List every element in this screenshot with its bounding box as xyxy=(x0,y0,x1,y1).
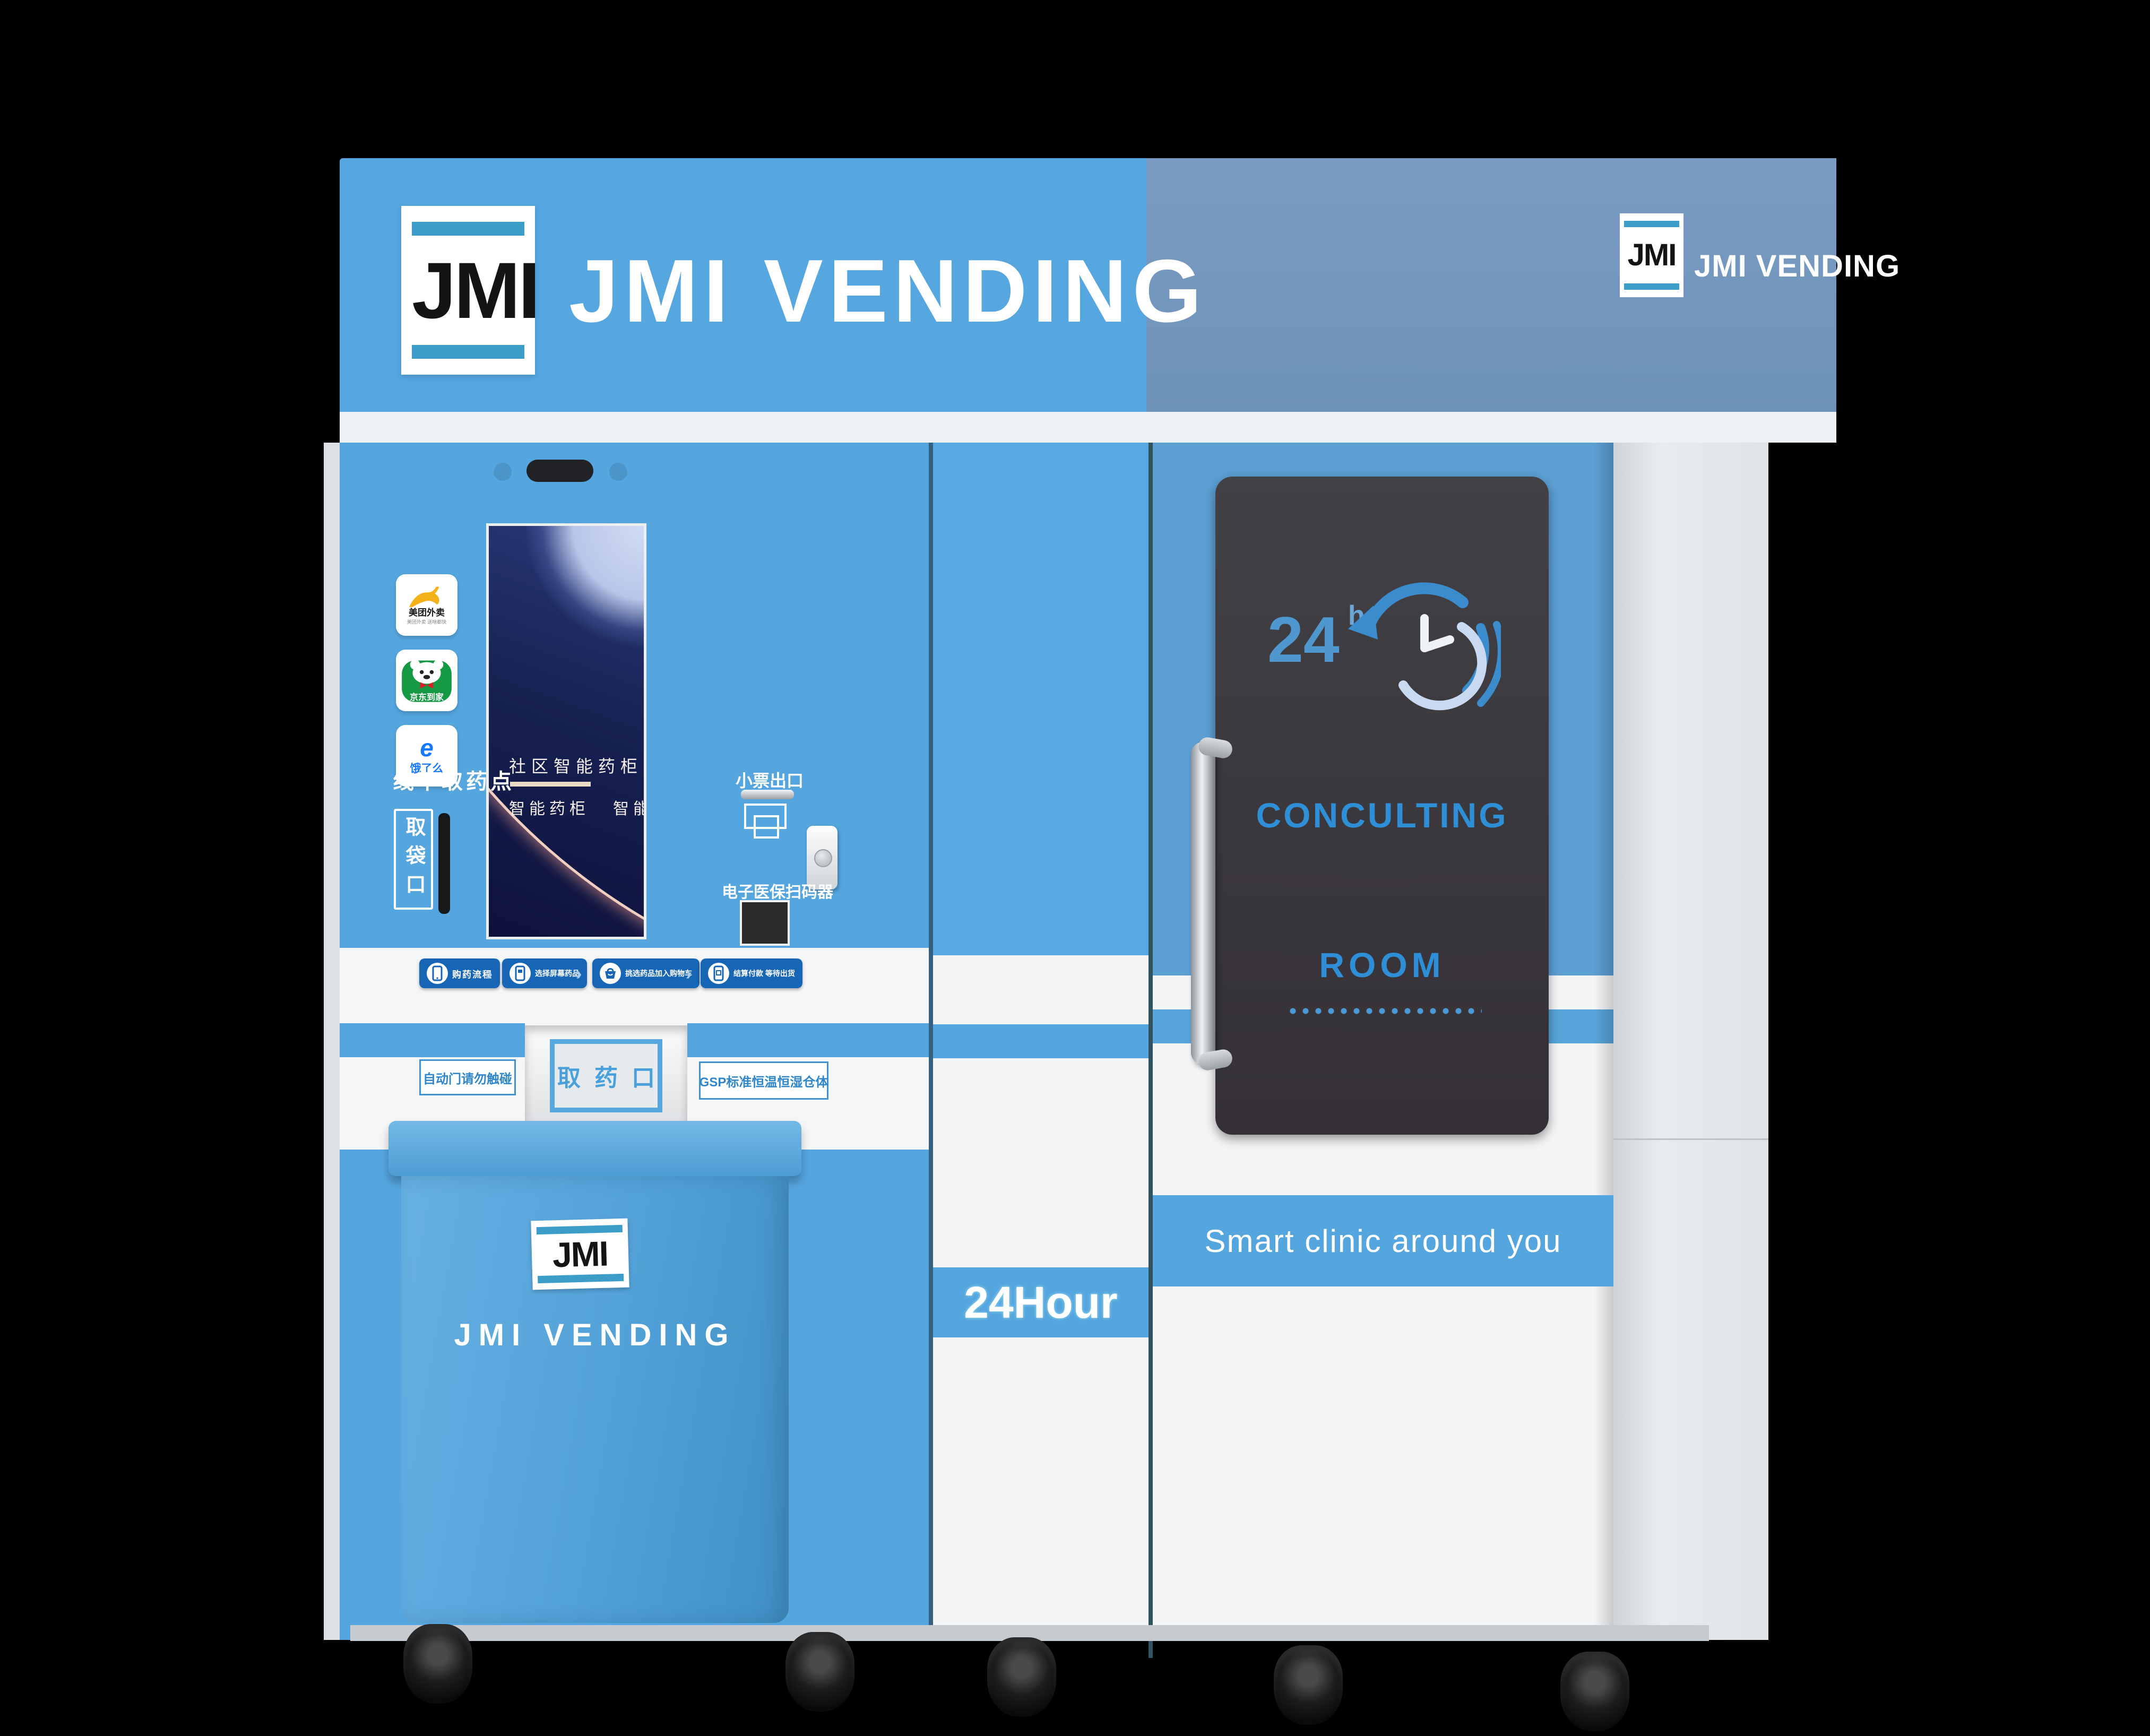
clock-arcs-icon xyxy=(1348,582,1501,711)
jmi-logo-side: JMI xyxy=(1620,213,1683,297)
doorbell-button[interactable] xyxy=(807,826,837,889)
logo-text: JMI xyxy=(1627,238,1677,272)
step-button-cart[interactable]: 挑选药品加入购物车 xyxy=(592,958,700,988)
logo-bar-top-icon xyxy=(1624,221,1679,227)
chevron-right-icon xyxy=(686,964,692,984)
phone-icon xyxy=(427,963,448,984)
bag-outlet-slot[interactable] xyxy=(438,813,450,914)
door-edge-shadow xyxy=(1594,443,1613,1640)
step-label: 结算付款 等待出货 xyxy=(733,969,795,978)
jmi-logo: JMI xyxy=(401,206,540,375)
screen-title: 社区智能药柜 xyxy=(509,757,643,776)
gsp-standard-sign: GSP标准恒温恒湿仓体 xyxy=(699,1061,828,1100)
logo-text: JMI xyxy=(412,246,540,335)
caster-wheel xyxy=(1274,1645,1343,1725)
gsp-standard-text: GSP标准恒温恒湿仓体 xyxy=(699,1075,828,1090)
insurance-scanner[interactable] xyxy=(740,900,790,946)
header-sign-side xyxy=(1146,158,1836,412)
auto-door-warning-text: 自动门请勿触碰 xyxy=(423,1072,512,1086)
brand-title: JMI VENDING xyxy=(569,241,1207,341)
door-handle[interactable] xyxy=(1191,742,1215,1065)
screen-tagline-1: 智能药柜 xyxy=(509,800,590,818)
dotted-line-icon xyxy=(1288,1005,1482,1017)
bag-outlet-label: 取袋口 xyxy=(402,816,425,902)
brand-title-side: JMI VENDING xyxy=(1694,249,1901,283)
logo-bar-top-icon xyxy=(412,222,524,236)
medicine-outlet-label: 取药口 xyxy=(557,1065,669,1091)
phone-pay-icon xyxy=(708,963,729,984)
printer-icon xyxy=(744,804,787,829)
slogan-band: Smart clinic around you xyxy=(1153,1195,1613,1286)
receipt-outlet-label: 小票出口 xyxy=(736,771,804,790)
middle-door-blue-top xyxy=(933,443,1149,955)
touch-screen[interactable]: 社区智能药柜 智能药柜 智能生活 xyxy=(486,523,646,939)
24hour-text: 24Hour xyxy=(964,1277,1118,1327)
logo-bar-bottom-icon xyxy=(412,345,524,359)
chevron-right-icon xyxy=(576,964,582,984)
app-name: 京东到家 xyxy=(409,693,444,702)
consulting-room-line2: ROOM xyxy=(1319,945,1445,984)
step-label: 挑选药品加入购物车 xyxy=(625,969,692,978)
medicine-outlet-sign: 取药口 xyxy=(550,1039,662,1112)
chevron-right-icon xyxy=(487,964,493,984)
header-white-strip xyxy=(340,412,1836,443)
caster-wheel xyxy=(785,1632,854,1712)
cabinet-left-edge xyxy=(324,443,340,1640)
middle-door-stripe xyxy=(933,1024,1149,1058)
camera-dot-icon xyxy=(609,463,627,481)
phone-screen-icon xyxy=(510,963,531,984)
screen-underline xyxy=(510,782,591,787)
basket-icon xyxy=(600,963,621,984)
camera-dot-icon xyxy=(494,463,512,481)
insurance-scanner-label: 电子医保扫码器 xyxy=(722,884,833,901)
logo-bar-bottom-icon xyxy=(1624,283,1679,290)
meituan-kangaroo-icon xyxy=(409,586,439,607)
bin-jmi-logo: JMI xyxy=(531,1218,629,1290)
eleme-e-icon: e xyxy=(420,734,434,762)
caster-wheel xyxy=(987,1637,1056,1717)
front-stripe-lower xyxy=(800,1337,929,1407)
cabinet-side-panel xyxy=(1613,443,1768,1640)
doorbell-button-icon xyxy=(814,849,832,867)
panel-seam xyxy=(929,443,933,1640)
caster-wheel xyxy=(1560,1652,1629,1731)
consulting-room-line1: CONCULTING xyxy=(1256,796,1508,835)
bag-outlet[interactable]: 取袋口 xyxy=(394,809,433,910)
app-name: 美团外卖 xyxy=(409,608,445,618)
24h-clock-icon: 24 h xyxy=(1267,556,1501,737)
logo-bar-bottom-icon xyxy=(538,1273,624,1284)
step-button-pay[interactable]: 结算付款 等待出货 xyxy=(701,958,802,988)
app-card-meituan: 美团外卖 美团外卖 送啥都快 xyxy=(396,574,457,636)
bin-lid[interactable] xyxy=(388,1121,801,1176)
speaker-slot-icon xyxy=(526,460,593,482)
slogan-text: Smart clinic around you xyxy=(1204,1223,1562,1259)
app-card-jd-daojia: 京东到家 xyxy=(396,650,457,711)
consulting-room-sign-panel xyxy=(1215,477,1549,1135)
step-label: 购药流程 xyxy=(452,969,493,980)
screen-planet-arc-icon xyxy=(489,526,644,937)
24hour-band: 24Hour xyxy=(933,1267,1149,1337)
step-label: 选择屏幕药品 xyxy=(535,969,580,978)
printer-paper-icon xyxy=(754,815,779,839)
app-name: 饿了么 xyxy=(410,763,444,775)
receipt-slot[interactable] xyxy=(741,790,794,799)
logo-text: JMI xyxy=(552,1233,608,1275)
step-button-select[interactable]: 选择屏幕药品 xyxy=(502,958,587,988)
pickup-point-label: 线下取药点 xyxy=(393,770,515,793)
auto-door-warning-sign: 自动门请勿触碰 xyxy=(419,1059,516,1095)
bin-brand-text: JMI VENDING xyxy=(454,1318,736,1352)
24h-number: 24 xyxy=(1267,603,1340,676)
front-stripe xyxy=(340,1023,525,1057)
side-panel-seam xyxy=(1613,1138,1768,1140)
door-seam xyxy=(1149,443,1153,1658)
app-card-eleme: e 饿了么 xyxy=(396,725,457,787)
front-stripe xyxy=(687,1023,929,1057)
screen-tagline-2: 智能生活 xyxy=(613,800,644,818)
jd-daojia-dog-icon xyxy=(402,659,452,702)
logo-bar-top-icon xyxy=(536,1224,623,1235)
app-subtitle: 美团外卖 送啥都快 xyxy=(407,619,447,625)
caster-wheel xyxy=(403,1624,472,1704)
front-stripe-lower xyxy=(340,1337,388,1407)
